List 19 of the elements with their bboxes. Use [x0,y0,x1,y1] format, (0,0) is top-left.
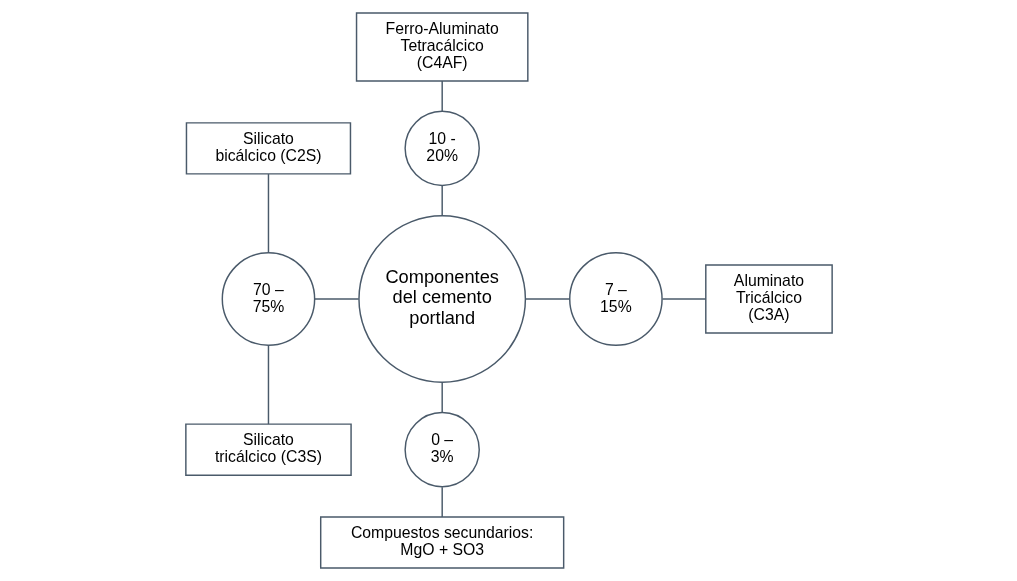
connector [524,298,570,300]
node-circle: Componentes del cemento portland [357,215,526,383]
node-circle: 7 – 15% [568,252,663,346]
connector [440,80,443,112]
node-box: Compuestos secundarios: MgO + SO3 [319,516,564,569]
connector [440,381,443,413]
connector [440,486,443,518]
node-box: Silicato tricálcico (C3S) [184,423,352,476]
node-circle: 0 – 3% [403,411,480,488]
node-circle: 10 - 20% [403,110,480,187]
node-box: Silicato bicálcico (C2S) [185,122,351,175]
connector [440,184,443,217]
node-box: Ferro-Aluminato Tetracálcico (C4AF) [355,12,529,82]
node-circle: 70 – 75% [221,252,315,346]
connector [267,344,269,425]
connector [267,173,269,254]
connector [313,298,359,300]
connector [661,298,706,300]
node-box: Aluminato Tricálcico (C3A) [704,264,833,334]
